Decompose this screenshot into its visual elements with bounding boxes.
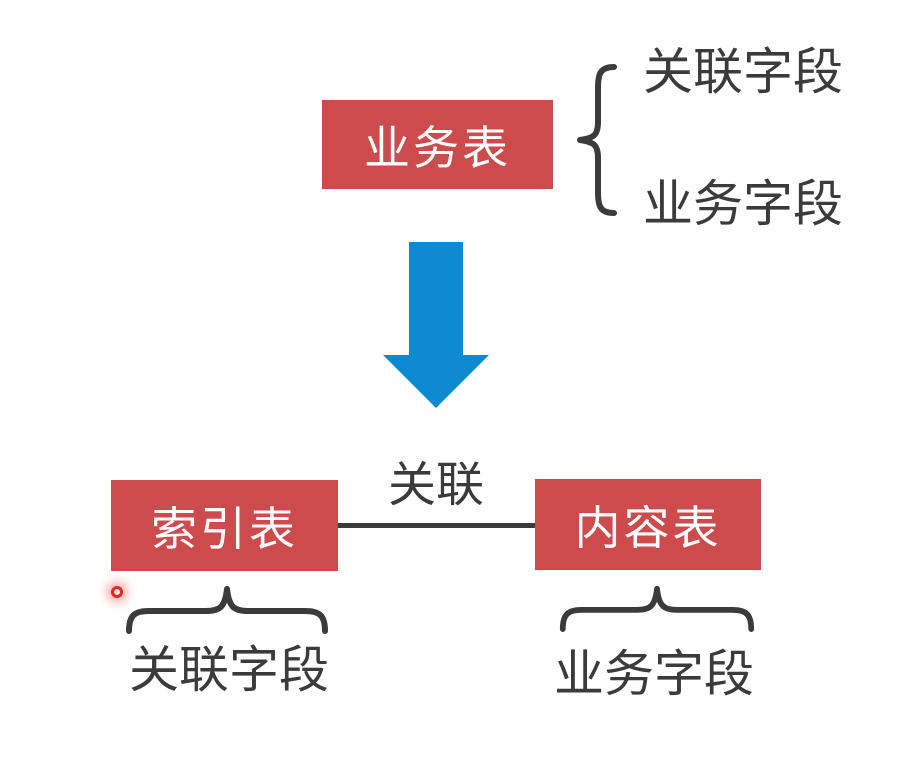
index-table-label: 索引表: [151, 502, 298, 555]
bottom-right-field-label: 业务字段: [554, 646, 754, 702]
bottom-left-field-label: 关联字段: [129, 642, 329, 698]
index-table-box: 索引表: [111, 480, 338, 571]
business-table-box: 业务表: [322, 100, 553, 189]
curly-brace-vertical-icon: [577, 64, 617, 216]
business-table-label: 业务表: [364, 121, 511, 174]
relation-label: 关联: [387, 459, 484, 512]
top-field-association: 关联字段: [643, 44, 843, 100]
curly-brace-horizontal-right-icon: [559, 585, 755, 632]
down-arrow-icon: [383, 242, 489, 408]
relation-connector-line: [337, 523, 536, 528]
top-field-business: 业务字段: [643, 176, 843, 232]
laser-pointer-dot: [111, 586, 123, 598]
content-table-box: 内容表: [535, 479, 761, 570]
content-table-label: 内容表: [574, 501, 722, 554]
curly-brace-horizontal-left-icon: [126, 586, 328, 634]
